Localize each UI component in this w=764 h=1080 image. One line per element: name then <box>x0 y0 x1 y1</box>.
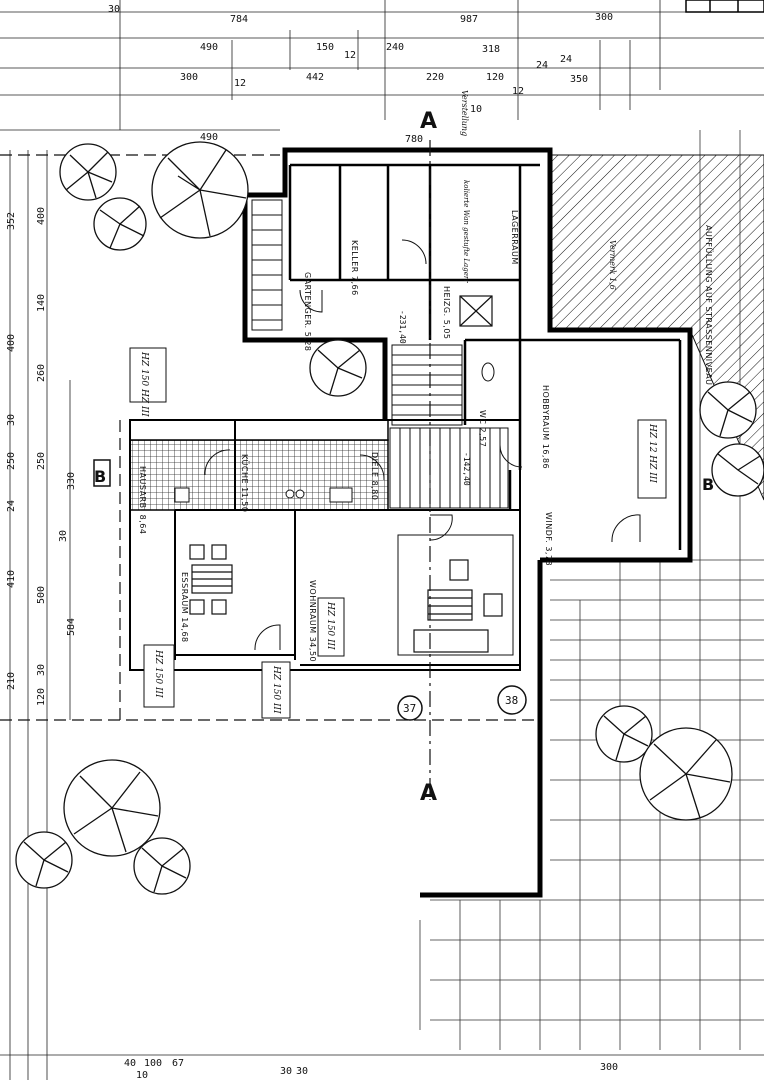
dim-label: 24 <box>536 60 548 71</box>
inner-walls <box>288 163 682 550</box>
dim-label: 352 <box>6 212 17 230</box>
dim-label: 30 <box>58 530 69 542</box>
section-mark-b-right: B <box>702 475 714 494</box>
dim-label: 240 <box>386 42 404 53</box>
axis-markers: 37 38 <box>397 685 527 721</box>
kitchen-counter <box>129 419 389 441</box>
room-heizung: HEIZG. 5,05 <box>442 286 451 340</box>
dim-label: 30 <box>296 1066 308 1077</box>
stairs-middle <box>391 344 463 426</box>
room-lagerraum: LAGERRAUM <box>510 210 519 265</box>
dim-label: 210 <box>6 672 17 690</box>
dim-label: 30 <box>36 664 47 676</box>
dim-label: 24 <box>6 500 17 512</box>
hz-note-1: HZ 150 HZ III <box>139 351 149 417</box>
pencil-note-2: Verstellung <box>460 90 469 136</box>
axis-38: 38 <box>505 694 518 707</box>
room-windfang: WINDF. 3,78 <box>544 512 553 566</box>
dim-label: 442 <box>306 72 324 83</box>
dim-label: 12 <box>234 78 246 89</box>
dim-label: 12 <box>344 50 356 61</box>
room-kueche: KÜCHE 11,50 <box>240 454 250 513</box>
dim-label: 120 <box>486 72 504 83</box>
stairs-left <box>251 199 283 331</box>
fill-note: AUFFÜLLUNG AUF STRASSENNIVEAU <box>704 225 714 386</box>
dim-label: 260 <box>36 364 47 382</box>
room-wohnraum: WOHNRAUM 34,50 <box>308 580 317 662</box>
axis-37: 37 <box>403 702 416 715</box>
dim-label: 220 <box>426 72 444 83</box>
bottom-dimensions: 40 100 67 10 30 30 300 <box>124 1058 618 1080</box>
dim-label: 250 <box>36 452 47 470</box>
level-note-1: -231,40 <box>398 310 407 344</box>
dim-label: 30 <box>280 1066 292 1077</box>
doors <box>204 239 641 651</box>
storage-note: kolierte Wan gestufte Lagerr <box>462 180 470 283</box>
dim-label: 500 <box>36 586 47 604</box>
hz-note-4: HZ 150 III <box>325 601 335 650</box>
outer-walls <box>242 147 693 898</box>
dim-label: 140 <box>36 294 47 312</box>
living-furniture <box>397 534 514 656</box>
hz-annotations <box>129 347 667 719</box>
dim-label: 120 <box>36 688 47 706</box>
room-hobbyraum: HOBBYRAUM 16,86 <box>541 385 550 469</box>
room-labels: GARTENGER. 5,28 KELLER 7,66 HEIZG. 5,05 … <box>138 210 553 662</box>
title-block-fragment <box>685 0 764 13</box>
dim-label: 30 <box>108 4 120 15</box>
hz-note-2: HZ 150 III <box>153 649 163 698</box>
kitchen-appliances <box>174 487 353 503</box>
dim-label: 410 <box>6 570 17 588</box>
dining-table <box>189 544 233 615</box>
wc-bowl <box>481 362 495 382</box>
room-wc: WC 2,57 <box>478 410 487 447</box>
room-diele: DIELE 8,80 <box>370 452 379 500</box>
room-hausarbeit: HAUSARB. 8,64 <box>138 466 147 535</box>
dim-label: 300 <box>595 12 613 23</box>
dim-label: 10 <box>136 1070 148 1080</box>
section-mark-a-bottom: A <box>420 781 437 806</box>
pencil-note-1: Vermerk 1,6 <box>608 240 617 290</box>
tree-symbols <box>15 141 764 895</box>
dim-label: 12 <box>512 86 524 97</box>
section-b-box <box>93 459 111 487</box>
top-dimensions: 30 784 987 300 490 150 12 240 318 24 300… <box>108 4 613 145</box>
hz-note-5: HZ 12 HZ III <box>647 423 657 483</box>
hz-note-3: HZ 150 III <box>271 665 281 714</box>
dim-label: 250 <box>6 452 17 470</box>
dim-label: 30 <box>6 414 17 426</box>
dim-label: 350 <box>570 74 588 85</box>
room-essraum: ESSRAUM 14,68 <box>180 572 189 643</box>
dim-label: 780 <box>405 134 423 145</box>
dim-label: 40 <box>124 1058 136 1069</box>
living-walls <box>129 419 521 671</box>
dim-label: 10 <box>470 104 482 115</box>
dim-label: 100 <box>144 1058 162 1069</box>
dim-label: 784 <box>230 14 248 25</box>
dim-label: 318 <box>482 44 500 55</box>
diele-floor <box>389 427 509 509</box>
section-mark-a-top: A <box>420 109 437 134</box>
dim-label: 400 <box>36 207 47 225</box>
dim-label: 330 <box>66 472 77 490</box>
dim-label: 67 <box>172 1058 184 1069</box>
level-note-2: -142,40 <box>462 452 471 486</box>
dim-label: 490 <box>200 132 218 143</box>
room-keller: KELLER 7,66 <box>350 240 359 296</box>
dim-label: 490 <box>200 42 218 53</box>
dim-label: 584 <box>66 618 77 636</box>
dim-label: 150 <box>316 42 334 53</box>
dim-label: 400 <box>6 334 17 352</box>
boiler <box>459 295 493 327</box>
dim-label: 300 <box>600 1062 618 1073</box>
section-mark-b-left: B <box>94 467 106 486</box>
dim-label: 300 <box>180 72 198 83</box>
left-dimensions: 352 400 140 400 260 30 250 250 330 24 30… <box>6 207 77 706</box>
plot-boundary <box>0 154 540 721</box>
dim-label: 987 <box>460 14 478 25</box>
room-gartengeraete: GARTENGER. 5,28 <box>303 272 312 352</box>
dim-label: 24 <box>560 54 572 65</box>
